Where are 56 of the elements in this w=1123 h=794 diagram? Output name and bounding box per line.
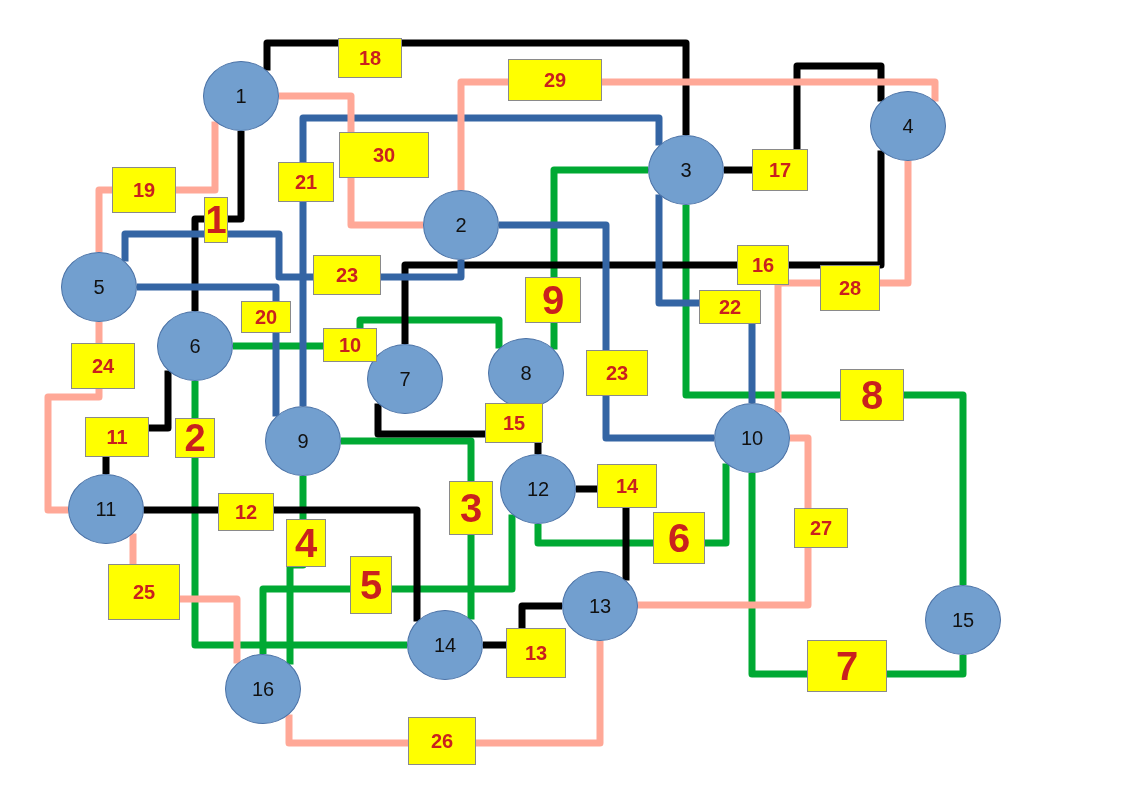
node-ellipse: 15: [925, 585, 1001, 655]
node-ellipse: 7: [367, 344, 443, 414]
edge-label: 28: [820, 265, 880, 311]
node-ellipse: 14: [407, 610, 483, 680]
edge-label: 26: [408, 717, 476, 765]
edge-label: 12: [218, 493, 274, 531]
edge-label: 16: [737, 245, 789, 285]
edge-label: 19: [112, 167, 176, 213]
node-ellipse: 12: [500, 454, 576, 524]
edge-label: 5: [350, 556, 392, 614]
node-ellipse: 13: [562, 571, 638, 641]
connector-line: [637, 434, 812, 609]
edge-label: 15: [485, 403, 543, 443]
edge-label: 29: [508, 59, 602, 101]
node-ellipse: 10: [714, 403, 790, 473]
node-ellipse: 2: [423, 190, 499, 260]
connector-line: [401, 150, 885, 344]
connector-line: [263, 39, 690, 135]
edge-label: 4: [286, 519, 326, 567]
edge-label: 9: [525, 277, 581, 323]
edge-label: 25: [108, 564, 180, 620]
connector-line: [299, 114, 663, 406]
edge-label: 21: [278, 162, 334, 202]
edge-label: 23: [313, 255, 381, 295]
edge-label: 11: [85, 417, 149, 457]
edge-label: 3: [449, 481, 493, 535]
edge-label: 20: [241, 301, 291, 333]
edge-label: 24: [71, 343, 135, 389]
edge-label: 1: [204, 197, 228, 243]
edge-label: 17: [752, 149, 808, 191]
edge-label: 13: [506, 628, 566, 678]
connector-line: [682, 205, 967, 585]
connector-line: [499, 221, 714, 442]
node-ellipse: 11: [68, 474, 144, 544]
node-ellipse: 6: [157, 311, 233, 381]
edge-label: 23: [586, 350, 648, 396]
edge-label: 14: [597, 464, 657, 508]
connector-line: [191, 131, 245, 311]
connector-line: [259, 514, 516, 654]
node-ellipse: 5: [61, 252, 137, 322]
node-ellipse: 1: [203, 61, 279, 131]
edge-label: 8: [840, 369, 904, 421]
edge-label: 10: [323, 328, 377, 362]
connector-line: [137, 283, 280, 417]
node-ellipse: 16: [225, 654, 301, 724]
edge-label: 18: [338, 38, 402, 78]
edge-label: 22: [699, 290, 761, 324]
node-ellipse: 9: [265, 406, 341, 476]
edge-label: 30: [339, 132, 429, 178]
edge-label: 6: [653, 512, 705, 564]
edge-label: 7: [807, 640, 887, 692]
node-ellipse: 3: [648, 135, 724, 205]
connector-line: [191, 381, 407, 649]
edge-label: 2: [175, 418, 215, 458]
node-ellipse: 4: [870, 91, 946, 161]
edge-label: 27: [794, 508, 848, 548]
